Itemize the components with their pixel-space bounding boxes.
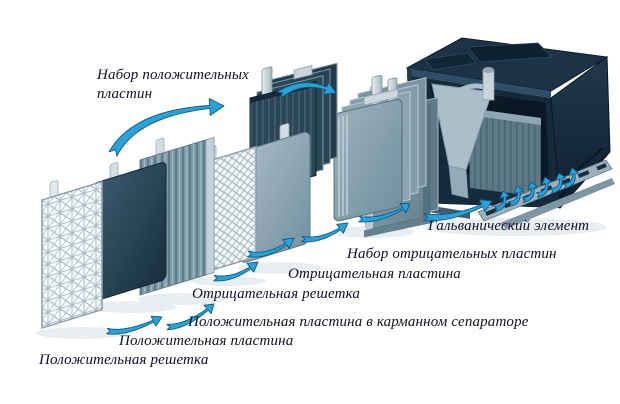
positive-grid-shape (41, 180, 103, 329)
label-positive-plate: Положительная пластина (119, 333, 294, 349)
drip-arrow-2 (508, 185, 524, 207)
label-negative-grid: Отрицательная решетка (192, 286, 361, 302)
drip-arrow-6 (563, 167, 579, 189)
label-positive-grid: Положительная решетка (39, 352, 209, 368)
flow-arrow-to-stack (301, 222, 349, 243)
drip-arrow-5 (550, 172, 566, 194)
battery-inner-plates (468, 108, 541, 197)
flow-arrow-to-negative-plate (247, 237, 295, 258)
battery-skid-rail (500, 178, 615, 229)
negative-plate-stack (333, 74, 427, 222)
label-positive-plate-set: Набор положительных пластин (97, 67, 249, 102)
label-negative-plate-set: Набор отрицательных пластин (347, 246, 557, 262)
flow-arrow-element-to-battery (423, 199, 493, 222)
flow-arrow-to-element (358, 203, 411, 223)
drip-arrow-4 (536, 176, 552, 198)
flow-arrows (106, 82, 579, 335)
flow-arrow-to-negative-stack (276, 82, 337, 99)
label-galvanic-element: Гальванический элемент (428, 218, 590, 234)
flow-arrow-plate-to-separator (166, 303, 215, 331)
drip-arrow-3 (522, 181, 538, 203)
battery-terminal-post (482, 69, 495, 101)
positive-plate-shape (91, 162, 167, 302)
label-negative-plate: Отрицательная пластина (288, 266, 461, 282)
flow-arrow-grid-to-plate (106, 315, 163, 335)
ground-shadows (36, 218, 607, 339)
drip-arrow-1 (494, 190, 510, 212)
battery-lid-block (467, 42, 553, 63)
flow-arrow-to-negative-grid (213, 261, 259, 282)
flow-arrow-to-positive-stack (108, 98, 225, 157)
label-positive-plate-in-separator: Положительная пластина в карманном сепар… (188, 314, 529, 330)
